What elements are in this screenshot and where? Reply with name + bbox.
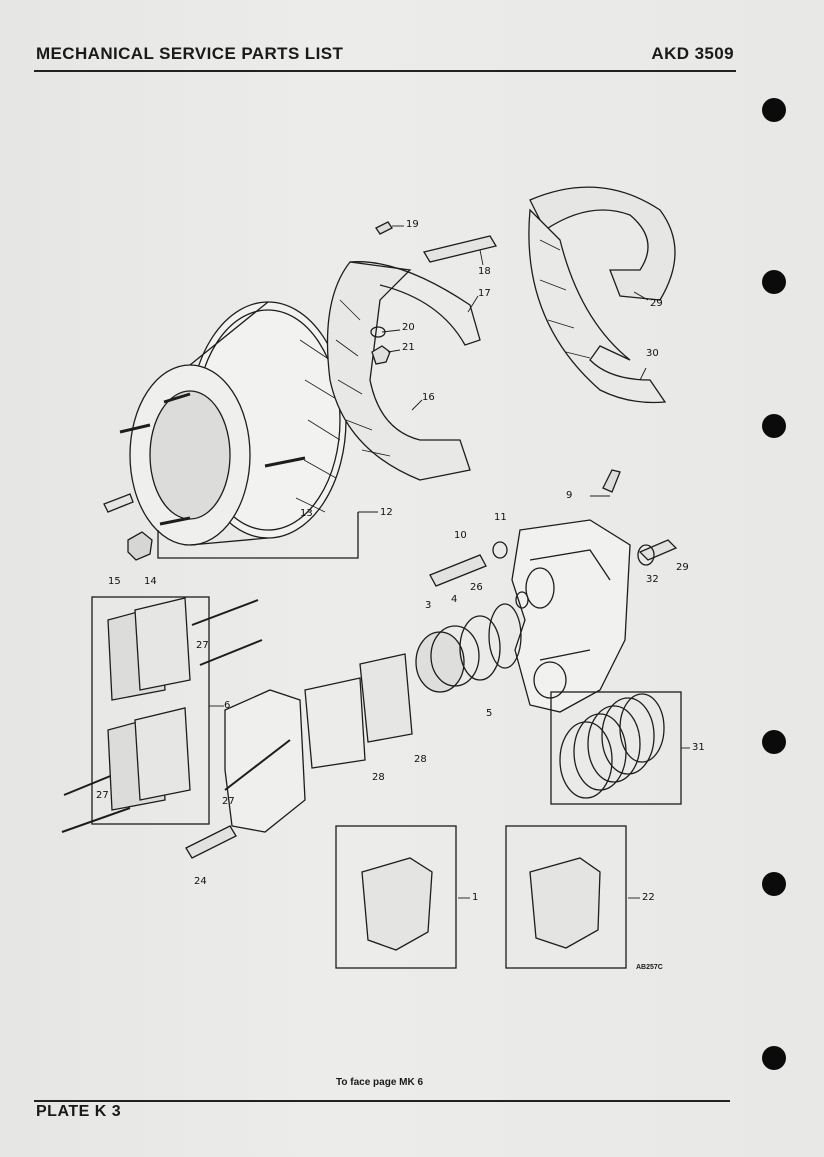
- facing-page-note: To face page MK 6: [336, 1077, 424, 1088]
- callout-28-outer: 28: [372, 772, 385, 783]
- callout-21: 21: [402, 342, 415, 353]
- callout-14: 14: [144, 576, 157, 587]
- callout-16: 16: [422, 392, 435, 403]
- callout-17: 17: [478, 288, 491, 299]
- callout-24: 24: [194, 876, 207, 887]
- brake-disc-drawing: [119, 301, 347, 546]
- callout-27-upper: 27: [196, 640, 209, 651]
- callout-31: 31: [692, 742, 705, 753]
- callout-19: 19: [406, 219, 419, 230]
- binder-hole: [762, 270, 786, 294]
- callout-6: 6: [224, 700, 231, 711]
- callout-28-inner: 28: [414, 754, 427, 765]
- document-title: MECHANICAL SERVICE PARTS LIST: [36, 44, 344, 63]
- callout-12: 12: [380, 507, 393, 518]
- callout-27-lower: 27: [96, 790, 109, 801]
- plate-label: PLATE K 3: [36, 1103, 122, 1120]
- callout-13: 13: [300, 508, 313, 519]
- callout-5: 5: [486, 708, 493, 719]
- binder-hole: [762, 414, 786, 438]
- callout-27-caliper: 27: [222, 796, 235, 807]
- callout-29-shield: 29: [650, 298, 663, 309]
- figure-reference: AB257C: [636, 964, 663, 971]
- footer-rule: [34, 1100, 730, 1102]
- callout-10: 10: [454, 530, 467, 541]
- binder-hole: [762, 1046, 786, 1070]
- callout-11: 11: [494, 512, 507, 523]
- callout-9: 9: [566, 490, 573, 501]
- callout-26: 26: [470, 582, 483, 593]
- callout-30: 30: [646, 348, 659, 359]
- document-code: AKD 3509: [651, 44, 734, 63]
- callout-29-bolt: 29: [676, 562, 689, 573]
- header-rule: [34, 70, 736, 72]
- callout-15: 15: [108, 576, 121, 587]
- callout-1: 1: [472, 892, 479, 903]
- binder-hole: [762, 98, 786, 122]
- callout-32: 32: [646, 574, 659, 585]
- callout-3: 3: [425, 600, 432, 611]
- callout-4: 4: [451, 594, 458, 605]
- callout-22: 22: [642, 892, 655, 903]
- binder-hole: [762, 872, 786, 896]
- binder-hole: [762, 730, 786, 754]
- callout-20: 20: [402, 322, 415, 333]
- callout-18: 18: [478, 266, 491, 277]
